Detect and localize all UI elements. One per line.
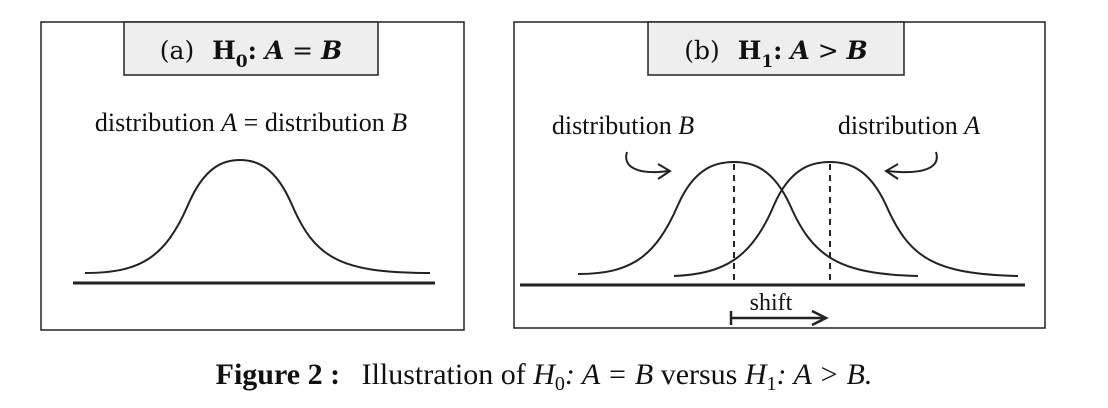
panel-b: (b) H1: A > B distribution B distributio…: [513, 21, 1046, 329]
panel-a-bell-curve: [84, 158, 431, 274]
shift-label: shift: [750, 290, 793, 316]
panel-a-header-box: [123, 21, 379, 76]
figure-caption: Figure 2 : Illustration of H0: A = B ver…: [216, 358, 873, 395]
arrow-to-distribution-b-head: [657, 163, 672, 180]
panel-b-header-box: [647, 21, 905, 76]
bell-curve-distribution-a: [673, 160, 1019, 277]
panel-a-header: (a) H0: A = B: [160, 36, 342, 72]
panel-b-header: (b) H1: A > B: [684, 36, 868, 72]
label-distribution-a: distribution A: [838, 111, 980, 140]
panel-a: (a) H0: A = B distribution A = distribut…: [40, 21, 465, 331]
panel-a-distribution-label: distribution A = distribution B: [95, 108, 407, 137]
bell-curve-distribution-b: [577, 160, 919, 277]
arrow-to-distribution-b: [625, 151, 669, 174]
arrow-to-distribution-a-head: [884, 163, 899, 180]
arrow-to-distribution-a: [887, 151, 938, 174]
shift-arrow-head: [811, 309, 829, 327]
label-distribution-b: distribution B: [552, 111, 694, 140]
